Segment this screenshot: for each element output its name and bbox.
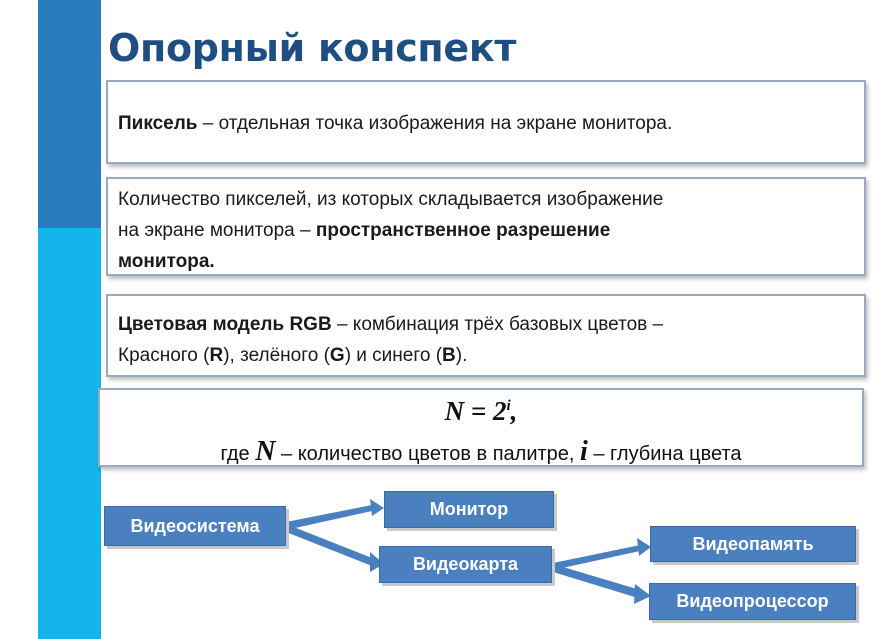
- definition-box-resolution: Количество пикселей, из которых складыва…: [106, 177, 866, 276]
- definition-box-pixel: Пиксель – отдельная точка изображения на…: [106, 80, 866, 164]
- rgb-b: B: [442, 345, 456, 366]
- rgb-r: R: [209, 345, 224, 366]
- symbol-n: N: [255, 436, 276, 467]
- formula-exponent: i: [506, 398, 511, 414]
- sidebar-top-bar: [38, 0, 101, 228]
- formula-where: где: [220, 443, 256, 465]
- term-resolution-end: монитора.: [118, 251, 215, 272]
- arrowhead-videomemory: [637, 538, 651, 556]
- rgb-red-label: Красного (: [118, 345, 210, 366]
- arrowhead-videocard: [370, 552, 384, 572]
- node-videosystem: Видеосистема: [104, 506, 286, 546]
- arrowhead-monitor: [370, 499, 384, 516]
- definition-box-rgb: Цветовая модель RGB – комбинация трёх ба…: [106, 294, 866, 377]
- arrow-videosystem-to-monitor: [286, 505, 372, 530]
- rgb-green-label: ), зелёного (: [223, 345, 330, 366]
- rgb-blue-label: ) и синего (: [344, 345, 443, 366]
- node-videocard: Видеокарта: [379, 546, 552, 583]
- resolution-line-3: монитора.: [118, 246, 864, 277]
- sidebar-bottom-bar: [38, 228, 101, 639]
- term-pixel: Пиксель: [118, 113, 198, 134]
- node-monitor: Монитор: [384, 491, 554, 528]
- rgb-text: – комбинация трёх базовых цветов –: [331, 314, 664, 335]
- rgb-g: G: [329, 345, 345, 366]
- node-videoprocessor: Видеопроцессор: [649, 583, 856, 620]
- term-resolution: пространственное разрешение: [315, 220, 611, 241]
- arrow-videosystem-to-videocard: [286, 524, 372, 566]
- formula-comma: ,: [510, 396, 518, 426]
- resolution-line-1: Количество пикселей, из которых складыва…: [118, 189, 664, 210]
- rgb-line-1: Цветовая модель RGB – комбинация трёх ба…: [118, 309, 864, 340]
- arrowhead-videoprocessor: [634, 584, 651, 604]
- symbol-n-desc: – количество цветов в палитре,: [275, 443, 581, 465]
- formula-box: N = 2i, где N – количество цветов в пали…: [98, 388, 864, 467]
- symbol-i-desc: – глубина цвета: [587, 443, 742, 465]
- symbol-i: i: [580, 436, 588, 467]
- arrow-videocard-to-videomemory: [553, 545, 640, 570]
- formula: N = 2i,: [100, 396, 862, 427]
- formula-lhs: N = 2: [444, 396, 507, 426]
- resolution-plain-text: на экране монитора –: [118, 220, 316, 241]
- definition-text: – отдельная точка изображения на экране …: [197, 113, 673, 134]
- rgb-end: ).: [455, 345, 468, 366]
- term-rgb: Цветовая модель RGB: [118, 314, 332, 335]
- formula-legend: где N – количество цветов в палитре, i –…: [100, 436, 862, 468]
- node-videomemory: Видеопамять: [650, 526, 856, 562]
- page-title: Опорный конспект: [108, 26, 517, 70]
- arrow-videocard-to-videoprocessor: [553, 564, 640, 598]
- resolution-line-2: на экране монитора – пространственное ра…: [118, 215, 864, 246]
- rgb-line-2: Красного (R), зелёного (G) и синего (B).: [118, 340, 864, 371]
